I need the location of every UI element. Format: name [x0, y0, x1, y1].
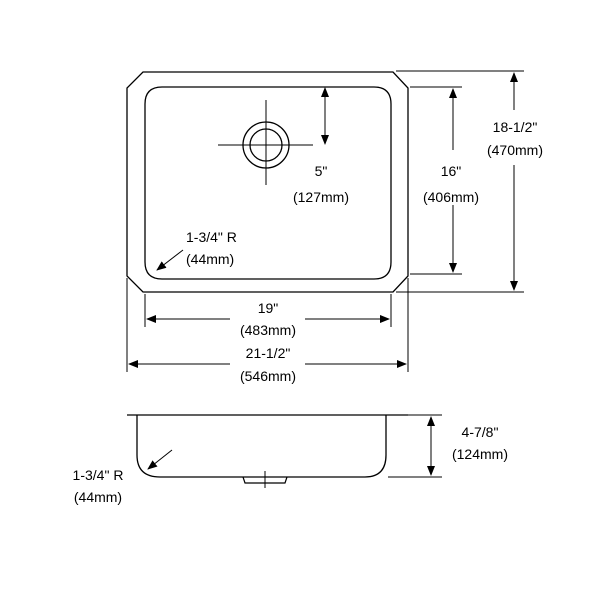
- overall-width-imperial: 21-1/2": [246, 345, 291, 361]
- side-height-dimension: [388, 414, 442, 478]
- bowl-width-imperial: 19": [258, 300, 279, 316]
- drain-offset-metric: (127mm): [293, 189, 349, 205]
- overall-width-metric: (546mm): [240, 368, 296, 384]
- bowl-depth-dimension: [410, 86, 462, 275]
- corner-radius-imperial: 1-3/4" R: [186, 229, 237, 245]
- side-corner-radius-metric: (44mm): [74, 489, 122, 505]
- sink-bowl-outline: [144, 86, 392, 280]
- corner-radius-leader: [156, 249, 184, 271]
- corner-radius-metric: (44mm): [186, 251, 234, 267]
- side-height-metric: (124mm): [452, 446, 508, 462]
- side-height-imperial: 4-7/8": [462, 424, 499, 440]
- side-corner-radius-leader: [147, 449, 173, 470]
- bowl-depth-metric: (406mm): [423, 189, 479, 205]
- overall-depth-metric: (470mm): [487, 142, 543, 158]
- side-corner-radius-imperial: 1-3/4" R: [73, 467, 124, 483]
- sink-outer-rim: [126, 71, 409, 293]
- side-view: 4-7/8" (124mm) 1-3/4" R (44mm): [73, 414, 508, 505]
- bowl-width-dimension: [144, 294, 392, 327]
- drain-offset-imperial: 5": [315, 163, 328, 179]
- side-bowl-profile: [136, 415, 387, 478]
- bowl-width-metric: (483mm): [240, 322, 296, 338]
- bowl-depth-imperial: 16": [441, 163, 462, 179]
- overall-width-dimension: [126, 278, 409, 372]
- drain-hole: [218, 100, 313, 185]
- top-view: 5" (127mm) 16" (406mm) 18-1/2" (470mm) 1…: [126, 70, 543, 384]
- overall-depth-imperial: 18-1/2": [493, 119, 538, 135]
- overall-depth-dimension: [396, 70, 524, 293]
